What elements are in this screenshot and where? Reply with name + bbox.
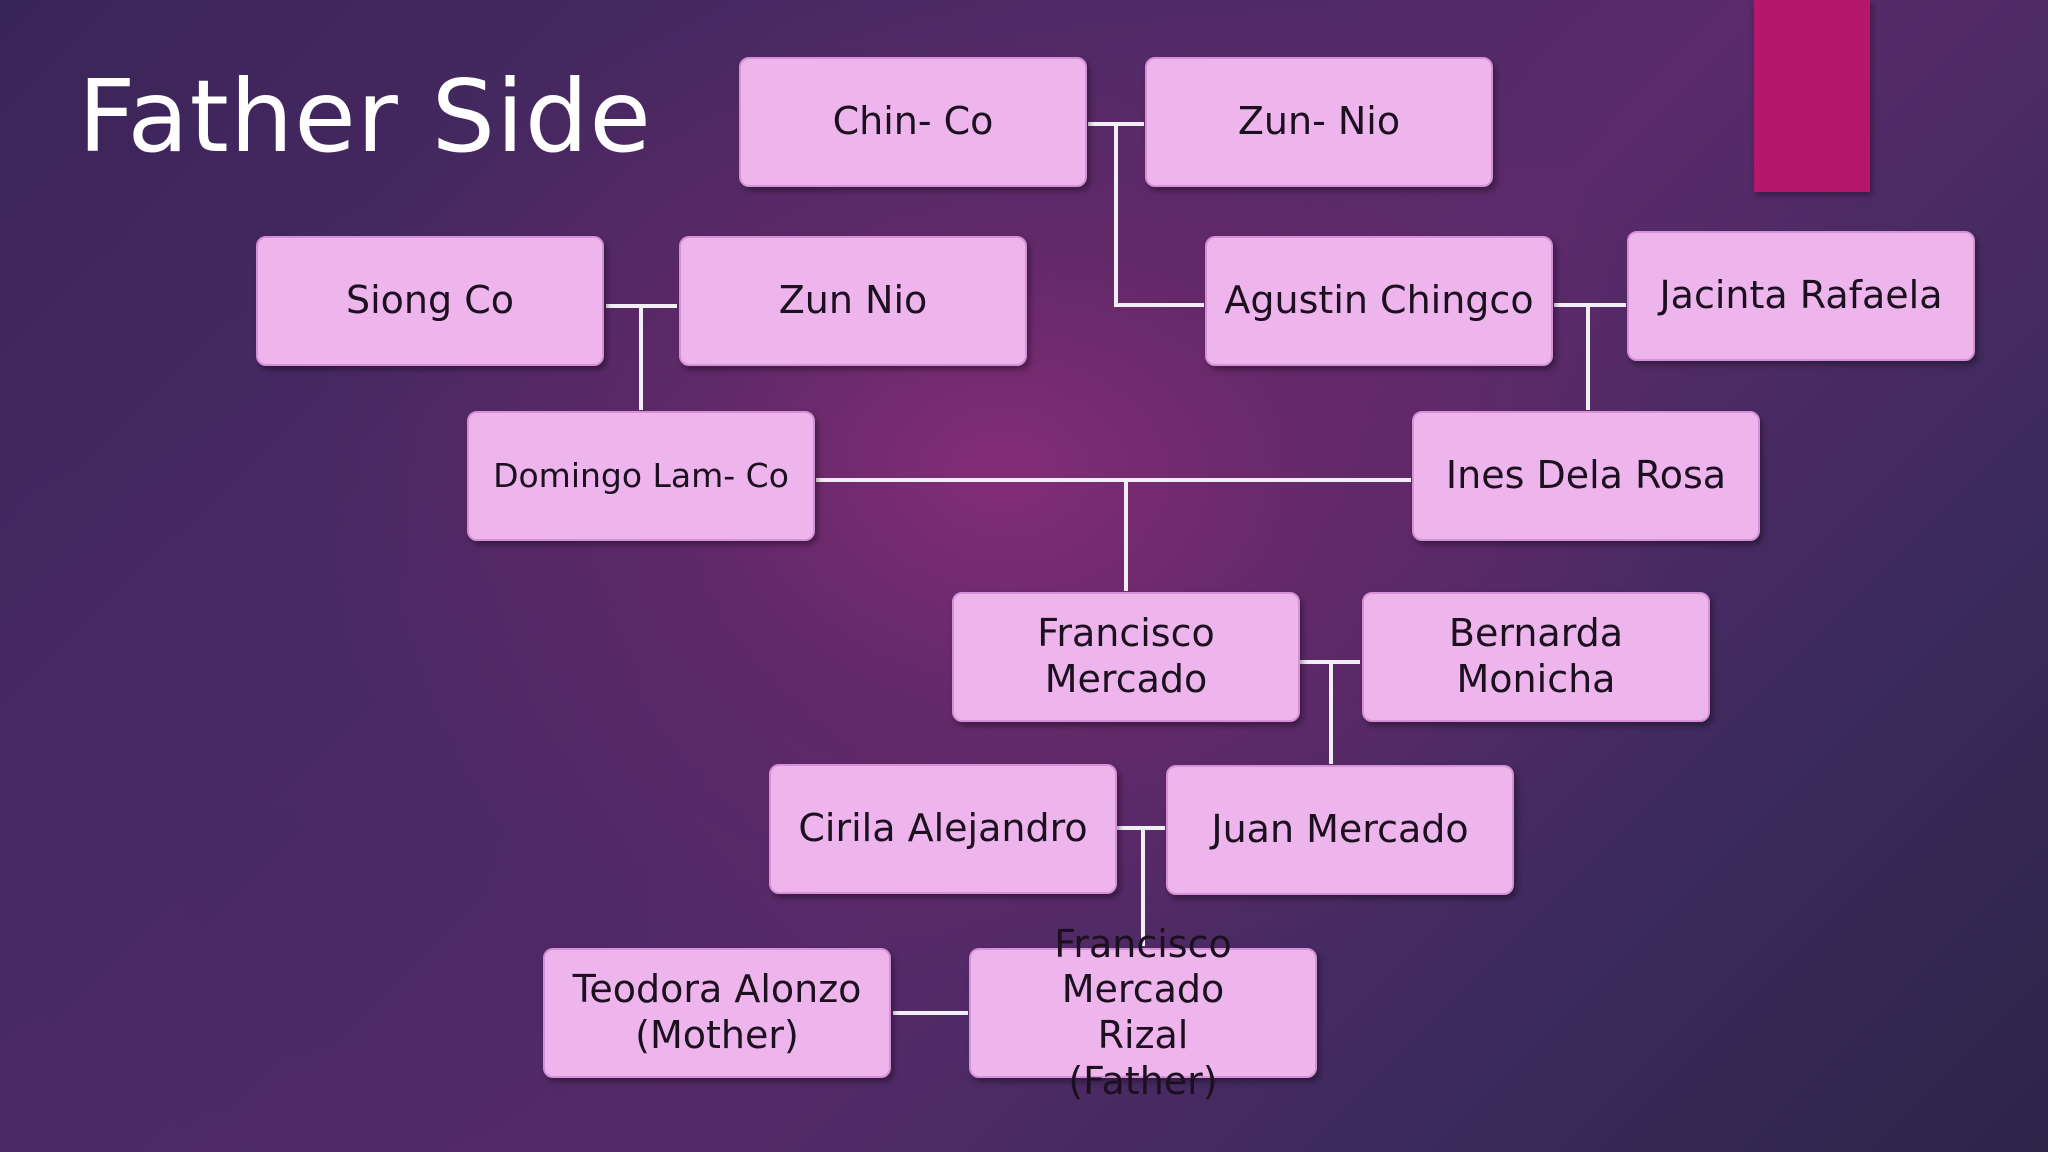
node-label: Bernarda Monicha (1449, 611, 1623, 702)
node-label-line: (Mother) (635, 1013, 799, 1057)
node-label: Agustin Chingco (1224, 278, 1534, 323)
node-label-line: (Father) (1068, 1058, 1218, 1103)
node-siong-co: Siong Co (256, 236, 604, 366)
node-label: Francisco Mercado (1037, 611, 1214, 702)
node-label-line: Rizal (1097, 1013, 1189, 1057)
node-label-line: Francisco (1037, 611, 1215, 656)
connector-to-agustin (1114, 124, 1204, 307)
node-agustin-chingco: Agustin Chingco (1205, 236, 1553, 366)
node-teodora-alonzo: Teodora Alonzo (Mother) (543, 948, 891, 1078)
node-francisco-mercado: Francisco Mercado (952, 592, 1300, 722)
node-jacinta-rafaela: Jacinta Rafaela (1627, 231, 1975, 361)
page-title: Father Side (78, 58, 652, 175)
node-bernarda-monicha: Bernarda Monicha (1362, 592, 1710, 722)
node-ines-dela-rosa: Ines Dela Rosa (1412, 411, 1760, 541)
node-domingo-lam-co: Domingo Lam- Co (467, 411, 815, 541)
node-cirila-alejandro: Cirila Alejandro (769, 764, 1117, 894)
node-zun-nio: Zun Nio (679, 236, 1027, 366)
node-juan-mercado: Juan Mercado (1166, 765, 1514, 895)
node-label: Siong Co (346, 278, 514, 323)
node-label: Zun- Nio (1237, 99, 1401, 144)
node-chin-co: Chin- Co (739, 57, 1087, 187)
node-label: Ines Dela Rosa (1445, 453, 1727, 498)
node-label: Juan Mercado (1211, 807, 1469, 852)
node-label: Chin- Co (832, 99, 994, 144)
node-label: Francisco Mercado Rizal (Father) (983, 922, 1303, 1104)
node-label: Cirila Alejandro (798, 806, 1088, 851)
node-label: Zun Nio (778, 278, 928, 323)
node-zun-nio-top: Zun- Nio (1145, 57, 1493, 187)
node-label-line: Bernarda (1448, 611, 1624, 656)
node-label: Domingo Lam- Co (493, 456, 789, 496)
accent-bar (1754, 0, 1870, 192)
node-label-line: Teodora Alonzo (572, 967, 862, 1012)
node-label: Teodora Alonzo (Mother) (573, 967, 862, 1058)
node-label-line: Monicha (1456, 657, 1616, 701)
node-francisco-mercado-rizal: Francisco Mercado Rizal (Father) (969, 922, 1317, 1103)
node-label-line: Mercado (1044, 657, 1208, 701)
node-label-line: Francisco Mercado (1054, 921, 1232, 1012)
node-label: Jacinta Rafaela (1659, 273, 1943, 318)
